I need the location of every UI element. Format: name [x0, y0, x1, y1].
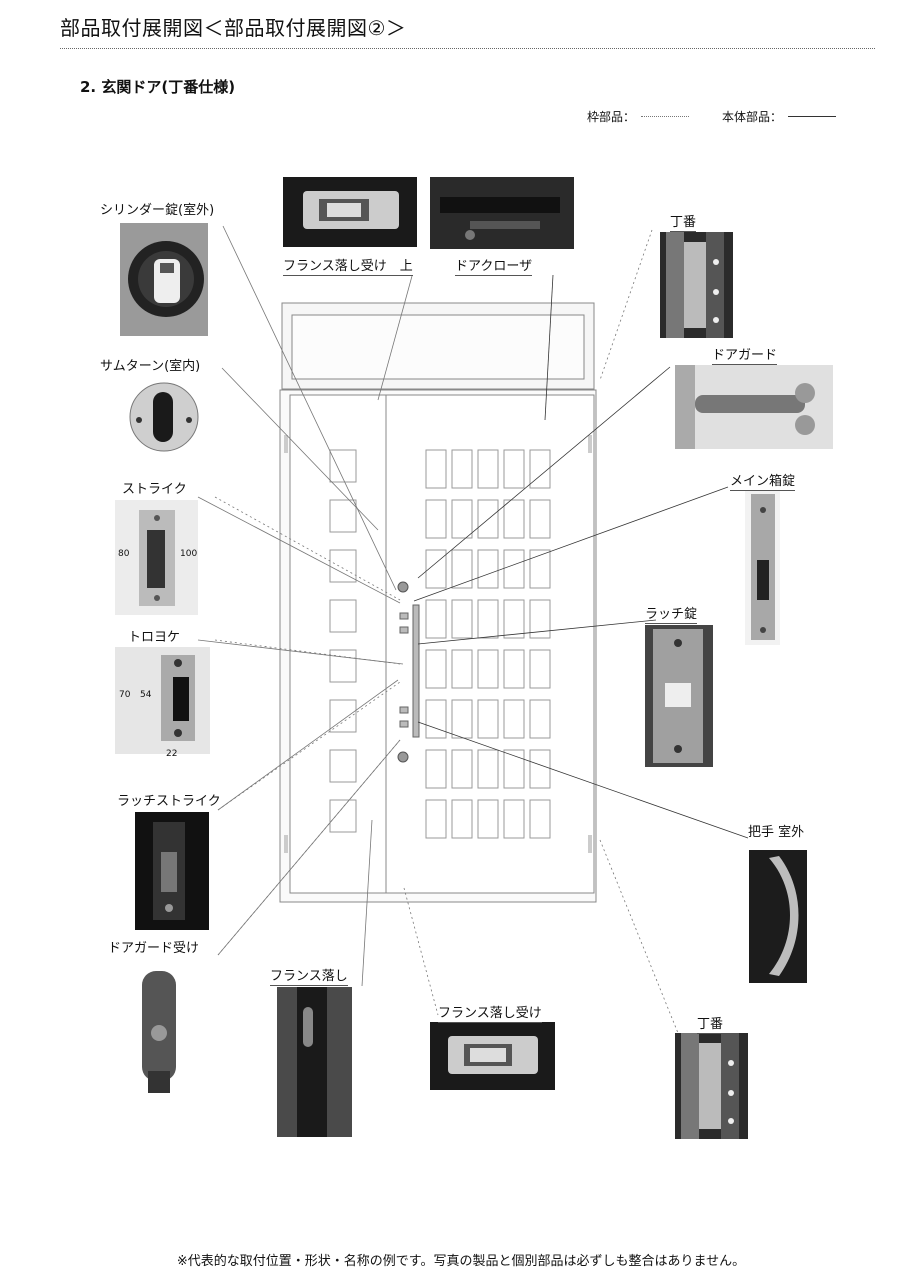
header-divider — [60, 48, 875, 49]
cylinder-lock-photo — [120, 223, 208, 336]
door-sub-leaf — [289, 394, 387, 894]
glass-pane — [451, 549, 473, 589]
main-box-lock-photo — [745, 490, 780, 645]
dim-toroyoke-width: 22 — [166, 749, 178, 759]
footer-note: ※代表的な取付位置・形状・名称の例です。写真の製品と個別部品は必ずしも整合はあり… — [176, 1254, 746, 1269]
glass-pane — [425, 699, 447, 739]
glass-pane — [451, 649, 473, 689]
handle-outdoor-photo — [749, 850, 807, 983]
glass-pane — [451, 599, 473, 639]
dim-toroyoke-inner: 54 — [140, 690, 152, 700]
label-flans-receiver-bottom: フランス落し受け — [438, 1002, 542, 1023]
label-hinge-top: 丁番 — [670, 211, 697, 232]
door-closer-photo — [430, 177, 574, 249]
dim-strike-right: 100 — [180, 549, 198, 559]
glass-pane — [529, 499, 551, 539]
label-door-guard: ドアガード — [712, 344, 778, 365]
glass-pane — [451, 799, 473, 839]
glass-pane — [529, 549, 551, 589]
glass-pane — [529, 449, 551, 489]
strike-photo — [115, 500, 198, 615]
glass-pane — [503, 699, 525, 739]
glass-pane — [451, 699, 473, 739]
label-handle-outdoor: 把手 室外 — [748, 825, 805, 840]
glass-pane — [477, 449, 499, 489]
glass-pane — [477, 649, 499, 689]
transom-glass — [291, 314, 585, 380]
hinge-bottom-photo — [675, 1033, 748, 1139]
glass-pane — [451, 449, 473, 489]
hinge-top-photo — [660, 232, 733, 338]
door-guard-photo — [675, 365, 833, 449]
legend-frame-label: 枠部品： — [587, 110, 636, 124]
legend-body-label: 本体部品： — [722, 110, 783, 124]
label-flans-bolt: フランス落し — [270, 965, 348, 986]
page-title: 部品取付展開図＜部品取付展開図②＞ — [60, 16, 407, 40]
glass-pane — [529, 649, 551, 689]
section-title: 2. 玄関ドア(丁番仕様) — [80, 78, 236, 96]
dim-toroyoke-outer: 70 — [119, 690, 131, 700]
flans-bolt-photo — [277, 987, 352, 1137]
glass-pane — [503, 549, 525, 589]
glass-pane — [503, 599, 525, 639]
label-latch-strike: ラッチストライク — [117, 794, 221, 809]
legend-frame-parts: 枠部品： — [587, 108, 690, 125]
solid-line-swatch — [788, 116, 837, 117]
label-main-box-lock: メイン箱錠 — [730, 470, 796, 491]
label-toroyoke: トロヨケ — [128, 630, 181, 645]
latch-strike-photo — [135, 812, 209, 930]
latch-lock-photo — [645, 625, 713, 767]
thumb-turn-photo — [125, 378, 203, 456]
glass-pane — [477, 499, 499, 539]
door-hardware — [284, 435, 592, 853]
main-leaf-glass-grid — [425, 449, 551, 839]
glass-pane — [425, 799, 447, 839]
glass-pane — [529, 799, 551, 839]
label-strike: ストライク — [122, 482, 187, 497]
label-hinge-bottom: 丁番 — [697, 1013, 724, 1034]
glass-pane — [503, 799, 525, 839]
glass-pane — [477, 749, 499, 789]
glass-pane — [503, 649, 525, 689]
glass-pane — [451, 749, 473, 789]
legend-body-parts: 本体部品： — [722, 108, 837, 125]
glass-pane — [477, 599, 499, 639]
flans-receiver-top-photo — [283, 177, 417, 247]
glass-pane — [425, 499, 447, 539]
glass-pane — [477, 549, 499, 589]
label-thumb-turn: サムターン(室内) — [100, 359, 201, 374]
glass-pane — [425, 649, 447, 689]
glass-pane — [477, 699, 499, 739]
dim-strike-left: 80 — [118, 549, 130, 559]
glass-pane — [529, 599, 551, 639]
dotted-line-swatch — [641, 116, 690, 117]
glass-pane — [425, 449, 447, 489]
label-flans-receiver-top: フランス落し受け 上 — [283, 255, 413, 276]
door-guard-receiver-photo — [124, 963, 188, 1103]
label-latch-lock: ラッチ錠 — [645, 603, 698, 624]
glass-pane — [477, 799, 499, 839]
flans-receiver-bottom-photo — [430, 1022, 555, 1090]
glass-pane — [425, 549, 447, 589]
glass-pane — [425, 599, 447, 639]
bar-handle — [412, 604, 420, 738]
label-door-guard-receiver: ドアガード受け — [108, 941, 200, 956]
label-cylinder-lock: シリンダー錠(室外) — [100, 203, 215, 218]
glass-pane — [529, 699, 551, 739]
door-illustration — [279, 302, 597, 903]
label-door-closer: ドアクローザ — [455, 255, 533, 276]
toroyoke-photo — [115, 647, 210, 754]
glass-pane — [503, 749, 525, 789]
glass-pane — [503, 499, 525, 539]
glass-pane — [451, 499, 473, 539]
glass-pane — [425, 749, 447, 789]
glass-pane — [529, 749, 551, 789]
glass-pane — [503, 449, 525, 489]
